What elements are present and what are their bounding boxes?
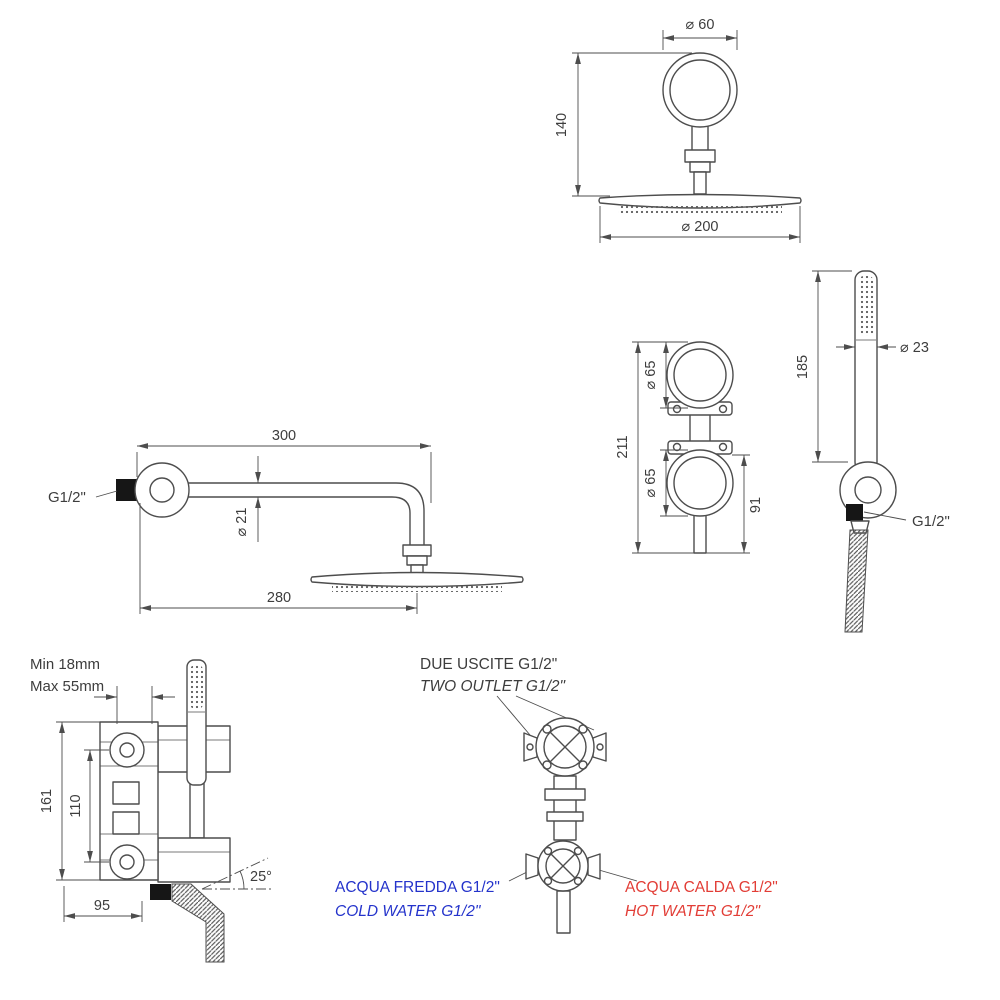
outlets-label-it: DUE USCITE G1/2" xyxy=(420,656,557,673)
wall-flange xyxy=(134,462,190,518)
bottom-pipe xyxy=(556,890,571,934)
hand-shower-connection-label: G1/2" xyxy=(912,513,950,530)
hot-water-label-en: HOT WATER G1/2" xyxy=(625,903,761,920)
view-wall-arm: 300 ⌀ 21 280 G1/2" xyxy=(48,428,524,614)
hand-shower-dims xyxy=(812,270,907,521)
overhead-shower-dims xyxy=(572,30,801,243)
dim-bottom-offset: 95 xyxy=(94,898,110,914)
dim-drop-height: 140 xyxy=(554,113,570,137)
connections-figure xyxy=(523,717,607,934)
wall-shower-head xyxy=(310,571,524,588)
outlets-label-en: TWO OUTLET G1/2" xyxy=(420,678,567,695)
wall-thread-connector xyxy=(116,479,140,501)
hand-shower-figure xyxy=(839,270,897,633)
valve-body-column xyxy=(553,775,577,841)
dim-upper-knob-diameter: ⌀ 65 xyxy=(643,361,659,390)
valve-front-figure xyxy=(666,341,734,554)
installation-dims xyxy=(56,686,274,922)
upper-knob xyxy=(666,341,734,409)
wall-arm-dims xyxy=(95,443,432,614)
lower-knob xyxy=(666,449,734,517)
hot-inlet-flange xyxy=(587,853,601,880)
view-valve-front: ⌀ 65 ⌀ 65 211 91 xyxy=(615,341,764,554)
dim-total-height: 211 xyxy=(615,435,631,458)
dim-head-offset: 280 xyxy=(267,590,291,606)
wall-min-label: Min 18mm xyxy=(30,656,100,673)
upper-knob-side xyxy=(109,732,145,768)
dim-knob-spacing: 110 xyxy=(68,794,84,817)
valve-front-dims xyxy=(632,341,750,554)
cold-inlet-flange xyxy=(525,853,539,880)
wall-head-nozzles xyxy=(332,585,502,592)
hot-water-label-it: ACQUA CALDA G1/2" xyxy=(625,879,778,896)
view-connections: DUE USCITE G1/2" TWO OUTLET G1/2" ACQUA … xyxy=(335,656,778,934)
outlet-flange-right xyxy=(592,732,607,762)
outlet-hose xyxy=(171,883,225,963)
arm-nut xyxy=(684,149,716,163)
dim-wand-diameter: ⌀ 23 xyxy=(900,340,929,356)
view-hand-shower: ⌀ 23 185 G1/2" xyxy=(795,270,950,633)
overhead-shower-head xyxy=(598,193,802,209)
installation-figure xyxy=(99,659,231,963)
view-overhead-shower: ⌀ 60 140 ⌀ 200 xyxy=(554,17,802,243)
ceiling-escutcheon xyxy=(662,52,738,128)
hose-outlet-connector xyxy=(150,884,171,900)
cold-water-label-en: COLD WATER G1/2" xyxy=(335,903,482,920)
overhead-nozzles xyxy=(618,206,782,213)
hand-shower-hose xyxy=(844,529,869,633)
wand-spray-face xyxy=(858,276,874,336)
lower-knob-side xyxy=(109,844,145,880)
cold-water-label-it: ACQUA FREDDA G1/2" xyxy=(335,879,500,896)
dim-escutcheon-diameter: ⌀ 60 xyxy=(686,17,715,33)
arm-tube-outer xyxy=(185,482,425,546)
dim-lower-section: 91 xyxy=(748,497,764,513)
dim-outlet-angle: 25° xyxy=(250,869,272,885)
dim-head-diameter: ⌀ 200 xyxy=(682,219,719,235)
dim-wand-length: 185 xyxy=(795,355,811,379)
wall-arm-figure xyxy=(116,462,524,592)
head-nut xyxy=(402,544,432,557)
outlet-flange-left xyxy=(523,732,538,762)
wall-arm-connection-label: G1/2" xyxy=(48,489,86,506)
dim-arm-diameter: ⌀ 21 xyxy=(234,508,250,537)
dim-body-height: 161 xyxy=(39,789,55,813)
wall-max-label: Max 55mm xyxy=(30,678,104,695)
hose-connector xyxy=(846,504,863,521)
dim-arm-length: 300 xyxy=(272,428,296,444)
overhead-shower-figure xyxy=(598,52,802,213)
view-installation: Min 18mm Max 55mm 161 110 95 25° xyxy=(30,656,274,963)
dim-lower-knob-diameter: ⌀ 65 xyxy=(643,469,659,498)
holder-bracket-bottom xyxy=(157,837,231,883)
arm-tube-inner xyxy=(185,496,411,546)
